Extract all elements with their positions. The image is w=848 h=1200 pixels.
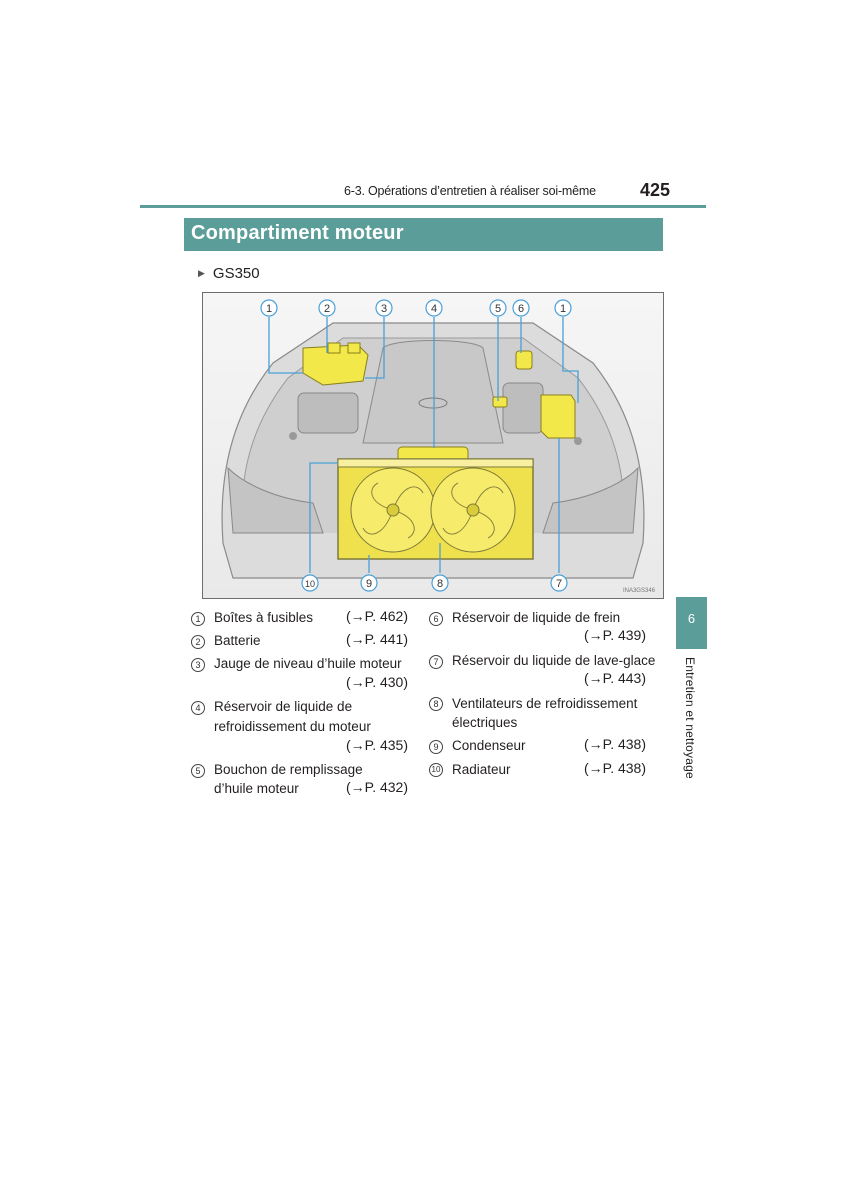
callout-7: 7	[550, 574, 568, 592]
legend-page-ref: (→P. 439)	[584, 627, 646, 643]
chapter-tab: 6	[676, 597, 707, 649]
legend-page-ref: (→P. 435)	[346, 737, 408, 753]
callout-4: 4	[425, 299, 443, 317]
title-bar: Compartiment moteur	[184, 218, 663, 251]
legend-label: Ventilateurs de refroidissement	[452, 696, 638, 711]
svg-text:6: 6	[518, 303, 524, 315]
callout-1-top-right: 1	[554, 299, 572, 317]
legend-page-ref: (→P. 443)	[584, 670, 646, 686]
callout-9: 9	[360, 574, 378, 592]
legend-number: 5	[191, 764, 205, 778]
page-number: 425	[640, 180, 671, 200]
legend-number: 8	[429, 697, 443, 711]
header-rule	[140, 205, 706, 208]
svg-text:2: 2	[324, 303, 330, 315]
legend-label: Réservoir de liquide de	[214, 699, 353, 714]
figure-code: INA3GS346	[622, 588, 655, 594]
legend-number: 1	[191, 612, 205, 626]
legend-number: 6	[429, 612, 443, 626]
legend-label-line2: d’huile moteur	[214, 781, 299, 796]
callout-10: 10	[301, 574, 319, 592]
chapter-number: 6	[687, 611, 696, 626]
engine-figure: 1 2 3 4 5 6 1 10 9 8 7 INA3GS346	[202, 292, 664, 599]
svg-text:3: 3	[381, 303, 387, 315]
callout-8: 8	[431, 574, 449, 592]
legend-label: Boîtes à fusibles	[214, 610, 314, 625]
legend-label-line2: refroidissement du moteur	[214, 719, 371, 734]
legend-page-ref: (→P. 430)	[346, 674, 408, 690]
legend-page-ref: (→P. 438)	[584, 760, 646, 776]
callout-6: 6	[512, 299, 530, 317]
callout-3: 3	[375, 299, 393, 317]
legend-page-ref: (→P. 432)	[346, 779, 408, 795]
legend-label: Jauge de niveau d’huile moteur	[214, 656, 402, 671]
legend-label: Bouchon de remplissage	[214, 762, 363, 777]
svg-text:5: 5	[495, 303, 501, 315]
triangle-bullet-icon: ▶	[198, 268, 205, 278]
header-section: 6-3. Opérations d’entretien à réaliser s…	[344, 184, 596, 198]
legend-label: Batterie	[214, 633, 261, 648]
page-title: Compartiment moteur	[191, 222, 404, 244]
svg-text:10: 10	[305, 579, 315, 589]
svg-text:1: 1	[266, 303, 272, 315]
callout-5: 5	[489, 299, 507, 317]
chapter-label: Entretien et nettoyage	[683, 657, 697, 779]
model-subheading: ▶ GS350	[198, 265, 260, 282]
svg-text:9: 9	[366, 578, 372, 590]
legend-number: 3	[191, 658, 205, 672]
legend-number: 2	[191, 635, 205, 649]
legend-number: 10	[429, 763, 443, 777]
legend-page-ref: (→P. 438)	[584, 736, 646, 752]
svg-text:1: 1	[560, 303, 566, 315]
legend-page-ref: (→P. 462)	[346, 608, 408, 624]
legend-number: 7	[429, 655, 443, 669]
legend-page-ref: (→P. 441)	[346, 631, 408, 647]
svg-text:4: 4	[431, 303, 437, 315]
legend-number: 9	[429, 740, 443, 754]
legend-label: Réservoir du liquide de lave-glace	[452, 653, 656, 668]
model-label: GS350	[212, 265, 260, 282]
legend-label-line2: électriques	[452, 715, 518, 730]
legend-label: Radiateur	[452, 762, 511, 777]
legend-label: Réservoir de liquide de frein	[452, 610, 621, 625]
legend-number: 4	[191, 701, 205, 715]
svg-text:8: 8	[437, 578, 443, 590]
svg-text:7: 7	[556, 578, 562, 590]
legend-label: Condenseur	[452, 738, 526, 753]
engine-illustration: 1 2 3 4 5 6 1 10 9 8 7	[203, 293, 663, 598]
callout-1-top-left: 1	[260, 299, 278, 317]
callout-2: 2	[318, 299, 336, 317]
